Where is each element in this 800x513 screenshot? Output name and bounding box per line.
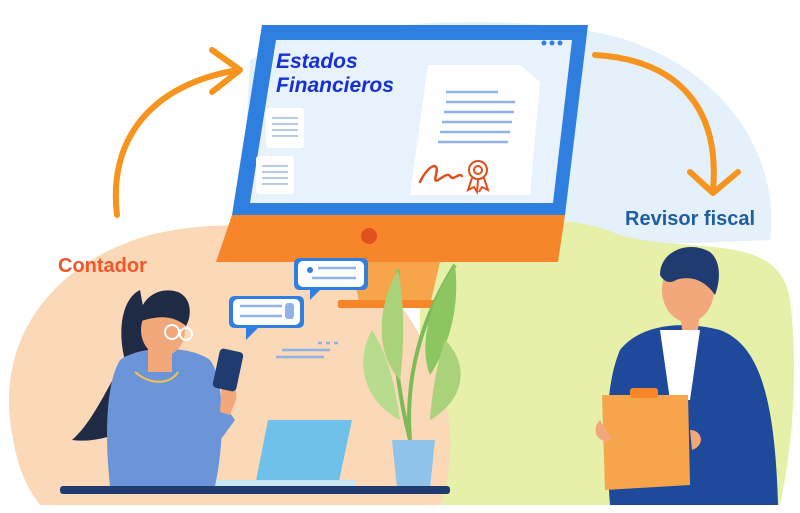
auditor-label: Revisor fiscal xyxy=(625,208,756,230)
chat-bubble-icon xyxy=(294,258,368,300)
signature-icon xyxy=(418,164,464,184)
arrow-left-icon xyxy=(112,47,243,218)
plant-illustration xyxy=(363,263,461,488)
accountant-figure xyxy=(72,290,244,486)
chat-bubble-icon-2 xyxy=(229,296,304,340)
document-icon xyxy=(410,65,540,195)
screen-title-line1: Estados xyxy=(276,50,358,73)
monitor-illustration xyxy=(216,25,588,308)
typing-lines xyxy=(276,341,338,359)
screen-title: Estados Financieros xyxy=(276,50,426,98)
accountant-label: Contador xyxy=(58,255,147,277)
seal-icon xyxy=(466,160,490,196)
screen-title-line2: Financieros xyxy=(276,74,394,97)
auditor-figure xyxy=(595,246,778,505)
laptop-illustration xyxy=(195,420,355,486)
arrow-right-icon xyxy=(592,52,741,196)
desk xyxy=(60,486,450,494)
